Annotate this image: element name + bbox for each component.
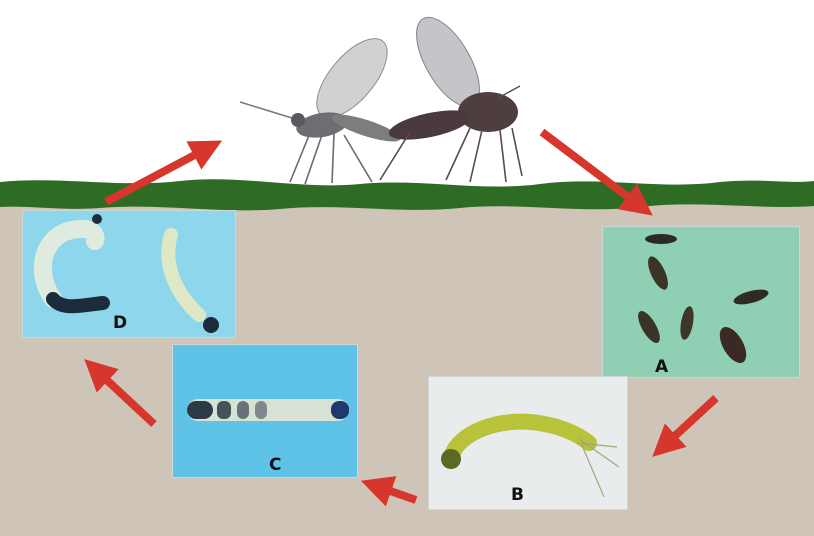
arrow-adult-to-eggs: [542, 132, 640, 206]
arrow-larva-to-pupa: [376, 486, 416, 500]
arrow-eggs-to-larva: [664, 398, 716, 446]
arrow-pupa-to-emerging: [96, 370, 154, 424]
arrow-emerging-to-adult: [106, 148, 208, 202]
